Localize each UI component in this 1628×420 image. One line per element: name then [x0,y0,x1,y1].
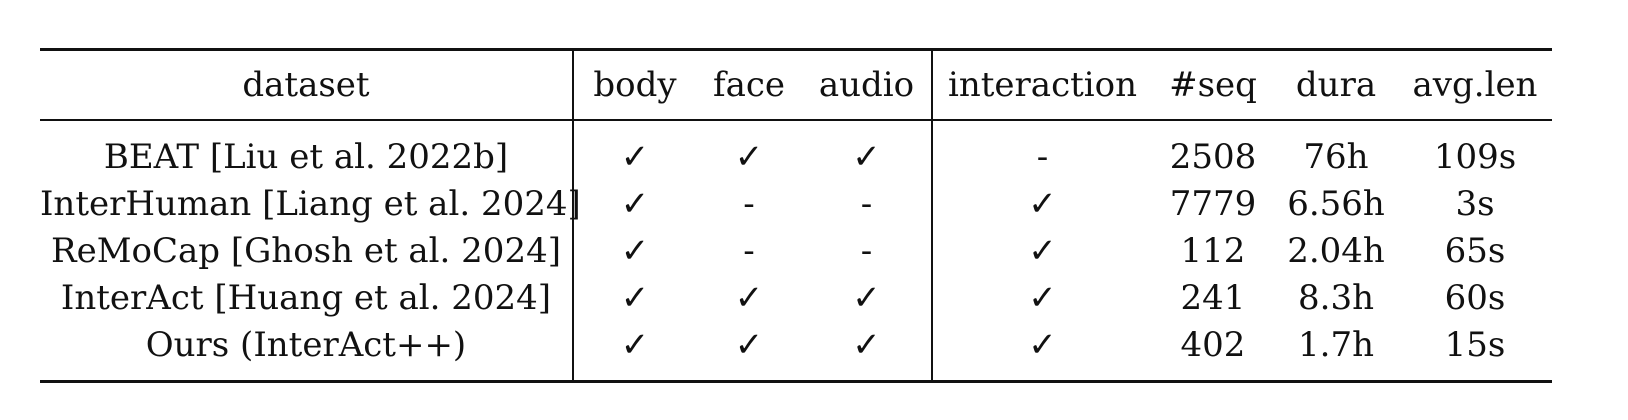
cell-dura: 8.3h [1298,277,1374,318]
cell-interaction: ✓ [1028,324,1057,365]
cell-interaction: ✓ [1028,183,1057,224]
cell-dura: 2.04h [1287,230,1385,271]
header-avg-len: avg.len [1412,65,1538,105]
cell-audio: ✓ [802,274,933,321]
header-row: dataset body face audio interaction #seq… [40,49,1552,120]
cell-dataset: BEAT [Liu et al. 2022b] [40,120,574,180]
cell-audio: - [802,180,933,227]
cell-audio: - [802,227,933,274]
cell-interaction: - [1036,136,1049,177]
table-row: InterHuman [Liang et al. 2024] ✓ - - ✓ 7… [40,180,1552,227]
header-audio: audio [802,49,933,120]
cell-face: ✓ [734,324,764,365]
cell-avg-len: 65s [1444,230,1506,271]
cell-seq: 7779 [1169,183,1257,224]
cell-face: ✓ [734,277,764,318]
cell-seq: 241 [1180,277,1246,318]
cell-dataset: InterHuman [Liang et al. 2024] [40,180,581,227]
cell-interaction: ✓ [1028,277,1057,318]
cell-avg-len: 60s [1444,277,1506,318]
cell-interaction: ✓ [1028,230,1057,271]
cell-dataset: InterAct [Huang et al. 2024] [40,274,574,321]
header-seq: #seq [1169,65,1257,105]
cell-dura: 1.7h [1298,324,1374,365]
cell-dura: 76h [1303,136,1369,177]
cell-body: ✓ [620,230,650,271]
cell-body: ✓ [620,324,650,365]
header-body: body [593,65,677,105]
cell-face: - [743,183,755,224]
cell-face: ✓ [734,136,764,177]
cell-body: ✓ [620,136,650,177]
cell-avg-len: 3s [1455,183,1495,224]
table-row: BEAT [Liu et al. 2022b] ✓ ✓ ✓ - 2508 76h… [40,120,1552,180]
dataset-comparison-table-wrap: dataset body face audio interaction #seq… [40,48,1552,383]
dataset-comparison-table: dataset body face audio interaction #seq… [40,48,1552,383]
cell-audio: ✓ [802,321,933,382]
cell-avg-len: 109s [1433,136,1517,177]
cell-seq: 2508 [1169,136,1257,177]
cell-body: ✓ [620,183,650,224]
cell-dataset: Ours (InterAct++) [40,321,574,382]
cell-dura: 6.56h [1287,183,1385,224]
header-interaction: interaction [947,65,1138,105]
cell-face: - [743,230,755,271]
table-row: InterAct [Huang et al. 2024] ✓ ✓ ✓ ✓ 241… [40,274,1552,321]
cell-body: ✓ [620,277,650,318]
cell-seq: 402 [1180,324,1246,365]
cell-dataset: ReMoCap [Ghosh et al. 2024] [40,227,574,274]
header-dura: dura [1295,65,1377,105]
cell-seq: 112 [1180,230,1246,271]
header-dataset: dataset [40,49,574,120]
cell-avg-len: 15s [1444,324,1506,365]
header-face: face [712,65,786,105]
cell-audio: ✓ [802,120,933,180]
table-row: ReMoCap [Ghosh et al. 2024] ✓ - - ✓ 112 … [40,227,1552,274]
table-row: Ours (InterAct++) ✓ ✓ ✓ ✓ 402 1.7h 15s [40,321,1552,382]
